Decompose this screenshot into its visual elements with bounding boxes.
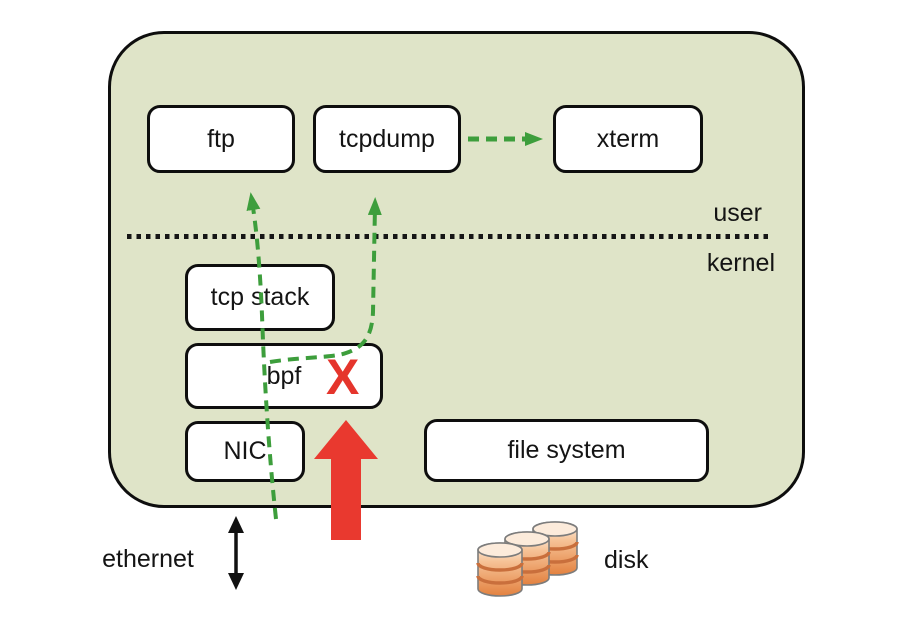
green-flow-bpf-to-tcpdump — [269, 197, 382, 364]
user-kernel-boundary-dotted-line — [127, 234, 771, 239]
box-xterm-label: xterm — [596, 124, 660, 153]
box-tcpdump-label: tcpdump — [339, 124, 435, 153]
box-nic-label: NIC — [223, 437, 267, 465]
box-bpf-label: bpf — [266, 361, 302, 390]
box-ftp-label: ftp — [207, 124, 235, 153]
ethernet-double-arrow — [228, 516, 244, 590]
user-space-label: user — [713, 199, 762, 227]
red-blocked-arrow — [314, 420, 378, 540]
green-flow-ethernet-to-ftp — [246, 192, 278, 520]
disk-label: disk — [604, 546, 649, 574]
box-xterm: xterm — [553, 105, 703, 173]
box-file-system: file system — [424, 419, 709, 482]
kernel-space-label: kernel — [706, 249, 775, 277]
blocked-x-mark: X — [326, 349, 360, 405]
box-file-system-label: file system — [507, 436, 626, 464]
ethernet-arrowhead-up — [228, 516, 244, 533]
box-ftp: ftp — [147, 105, 295, 173]
box-bpf: bpf — [185, 343, 383, 409]
ethernet-arrowhead-down — [228, 573, 244, 590]
box-tcpdump: tcpdump — [313, 105, 461, 173]
box-nic: NIC — [185, 421, 305, 482]
ethernet-label: ethernet — [102, 545, 194, 573]
